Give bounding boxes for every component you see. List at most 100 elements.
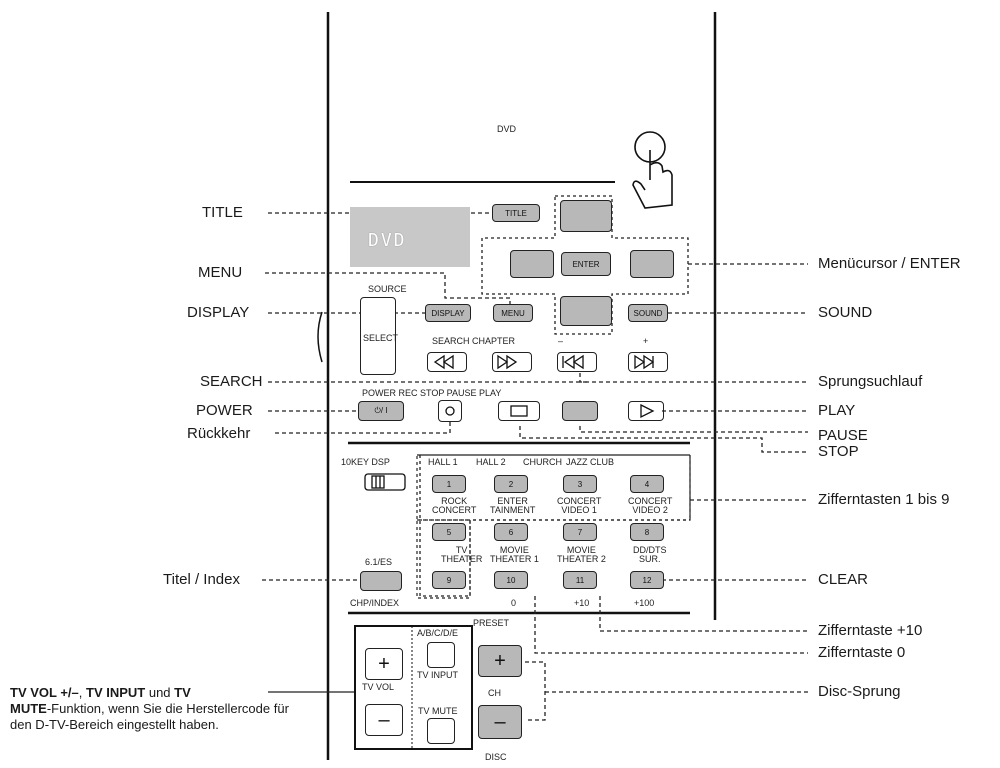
disc-down-button[interactable]: – — [478, 705, 522, 739]
row2-label-2: ENTER TAINMENT — [490, 496, 536, 515]
display-button[interactable]: DISPLAY — [425, 304, 471, 322]
num-button-12[interactable]: 12 — [630, 571, 664, 589]
num-button-8[interactable]: 8 — [630, 523, 664, 541]
callout-menu-cursor: Menücursor / ENTER — [818, 255, 961, 272]
num-button-1[interactable]: 1 — [432, 475, 466, 493]
chapter-forward-button[interactable] — [628, 352, 668, 372]
num-button-11[interactable]: 11 — [563, 571, 597, 589]
play-button[interactable] — [628, 401, 664, 421]
num-button-2[interactable]: 2 — [494, 475, 528, 493]
callout-menu: MENU — [198, 264, 243, 281]
tv-vol-up-button[interactable]: + — [365, 648, 403, 680]
num-button-6[interactable]: 6 — [494, 523, 528, 541]
preset-up-button[interactable]: + — [478, 645, 522, 677]
rec-button[interactable] — [438, 400, 462, 422]
disc-label: DISC — [485, 752, 507, 762]
callout-clear: CLEAR — [818, 571, 869, 588]
callout-search: SEARCH — [200, 373, 263, 390]
callout-skip-search: Sprungsuchlauf — [818, 373, 923, 390]
abcdef-label: A/B/C/D/E — [417, 628, 459, 638]
callout-display: DISPLAY — [187, 304, 250, 321]
tv-mute-label: TV MUTE — [418, 706, 458, 716]
dsp-label-2: HALL 2 — [476, 457, 506, 467]
row3-label-3: MOVIE THEATER 2 — [557, 545, 606, 564]
tv-input-label: TV INPUT — [417, 670, 459, 680]
callout-plus10: Zifferntaste +10 — [818, 622, 923, 639]
callout-power: POWER — [196, 402, 253, 419]
search-chapter-label: SEARCH CHAPTER — [432, 336, 516, 346]
callout-numeric: Zifferntasten 1 bis 9 — [818, 491, 950, 508]
transport-labels: POWER REC STOP PAUSE PLAY — [362, 388, 502, 398]
num-button-10[interactable]: 10 — [494, 571, 528, 589]
lcd-text: DVD — [368, 230, 407, 251]
tenkey-dsp-switch — [364, 473, 406, 491]
tenkey-dsp-label: 10KEY DSP — [341, 457, 390, 467]
play-icon — [640, 403, 655, 419]
skip-back-icon — [562, 354, 584, 370]
menu-button[interactable]: MENU — [493, 304, 533, 322]
chp-index-label: CHP/INDEX — [350, 598, 400, 608]
mode-label: DVD — [497, 124, 517, 134]
row3-label-2: MOVIE THEATER 1 — [490, 545, 539, 564]
under-10-label: 0 — [511, 598, 517, 608]
rec-icon — [445, 406, 455, 416]
row2-label-4: CONCERT VIDEO 2 — [628, 496, 673, 515]
under-12-label: +100 — [634, 598, 655, 608]
search-back-button[interactable] — [427, 352, 467, 372]
source-label: SOURCE — [368, 284, 407, 294]
pause-button[interactable] — [562, 401, 598, 421]
dsp-label-3: CHURCH — [523, 457, 562, 467]
chapter-back-button[interactable] — [557, 352, 597, 372]
source-select-button[interactable] — [360, 297, 396, 375]
callout-title-index: Titel / Index — [163, 571, 240, 588]
fast-forward-icon — [497, 354, 518, 370]
power-button[interactable]: ⏻/ I — [358, 401, 404, 421]
callout-zero: Zifferntaste 0 — [818, 644, 906, 661]
row2-label-3: CONCERT VIDEO 1 — [557, 496, 602, 515]
num-button-3[interactable]: 3 — [563, 475, 597, 493]
row2-label-1: ROCK CONCERT — [432, 496, 477, 515]
num-button-9[interactable]: 9 — [432, 571, 466, 589]
skip-forward-icon — [634, 354, 655, 370]
search-forward-button[interactable] — [492, 352, 532, 372]
cursor-left-button[interactable] — [510, 250, 554, 278]
minus-label: – — [558, 336, 564, 346]
cursor-up-button[interactable] — [560, 200, 612, 232]
tv-mute-button[interactable] — [427, 718, 455, 744]
dsp-label-1: HALL 1 — [428, 457, 458, 467]
num-button-5[interactable]: 5 — [432, 523, 466, 541]
cursor-right-button[interactable] — [630, 250, 674, 278]
callout-disc-skip: Disc-Sprung — [818, 683, 901, 700]
callout-return: Rückkehr — [187, 425, 251, 442]
callout-pause: PAUSE — [818, 427, 868, 444]
es-button[interactable] — [360, 571, 402, 591]
callout-title: TITLE — [202, 204, 243, 221]
lcd-display — [350, 207, 470, 267]
plus-label: + — [643, 336, 649, 346]
num-button-4[interactable]: 4 — [630, 475, 664, 493]
callout-stop: STOP — [818, 443, 859, 460]
under-11-label: +10 — [574, 598, 590, 608]
row3-label-1: TV THEATER — [441, 545, 483, 564]
ch-label: CH — [488, 688, 501, 698]
stop-icon — [510, 405, 528, 417]
preset-label: PRESET — [473, 618, 510, 628]
pointing-hand-icon — [632, 131, 673, 209]
enter-button[interactable]: ENTER — [561, 252, 611, 276]
cursor-down-button[interactable] — [560, 296, 612, 326]
sound-button[interactable]: SOUND — [628, 304, 668, 322]
stop-button[interactable] — [498, 401, 540, 421]
tv-input-button[interactable] — [427, 642, 455, 668]
tv-vol-down-button[interactable]: – — [365, 704, 403, 736]
remote-side-curve — [317, 311, 323, 363]
callout-play: PLAY — [818, 402, 856, 419]
tv-box — [354, 625, 473, 750]
num-button-7[interactable]: 7 — [563, 523, 597, 541]
title-button[interactable]: TITLE — [492, 204, 540, 222]
select-label: SELECT — [363, 333, 399, 343]
rewind-icon — [433, 354, 454, 370]
dsp-label-4: JAZZ CLUB — [566, 457, 615, 467]
es-label: 6.1/ES — [365, 557, 393, 567]
